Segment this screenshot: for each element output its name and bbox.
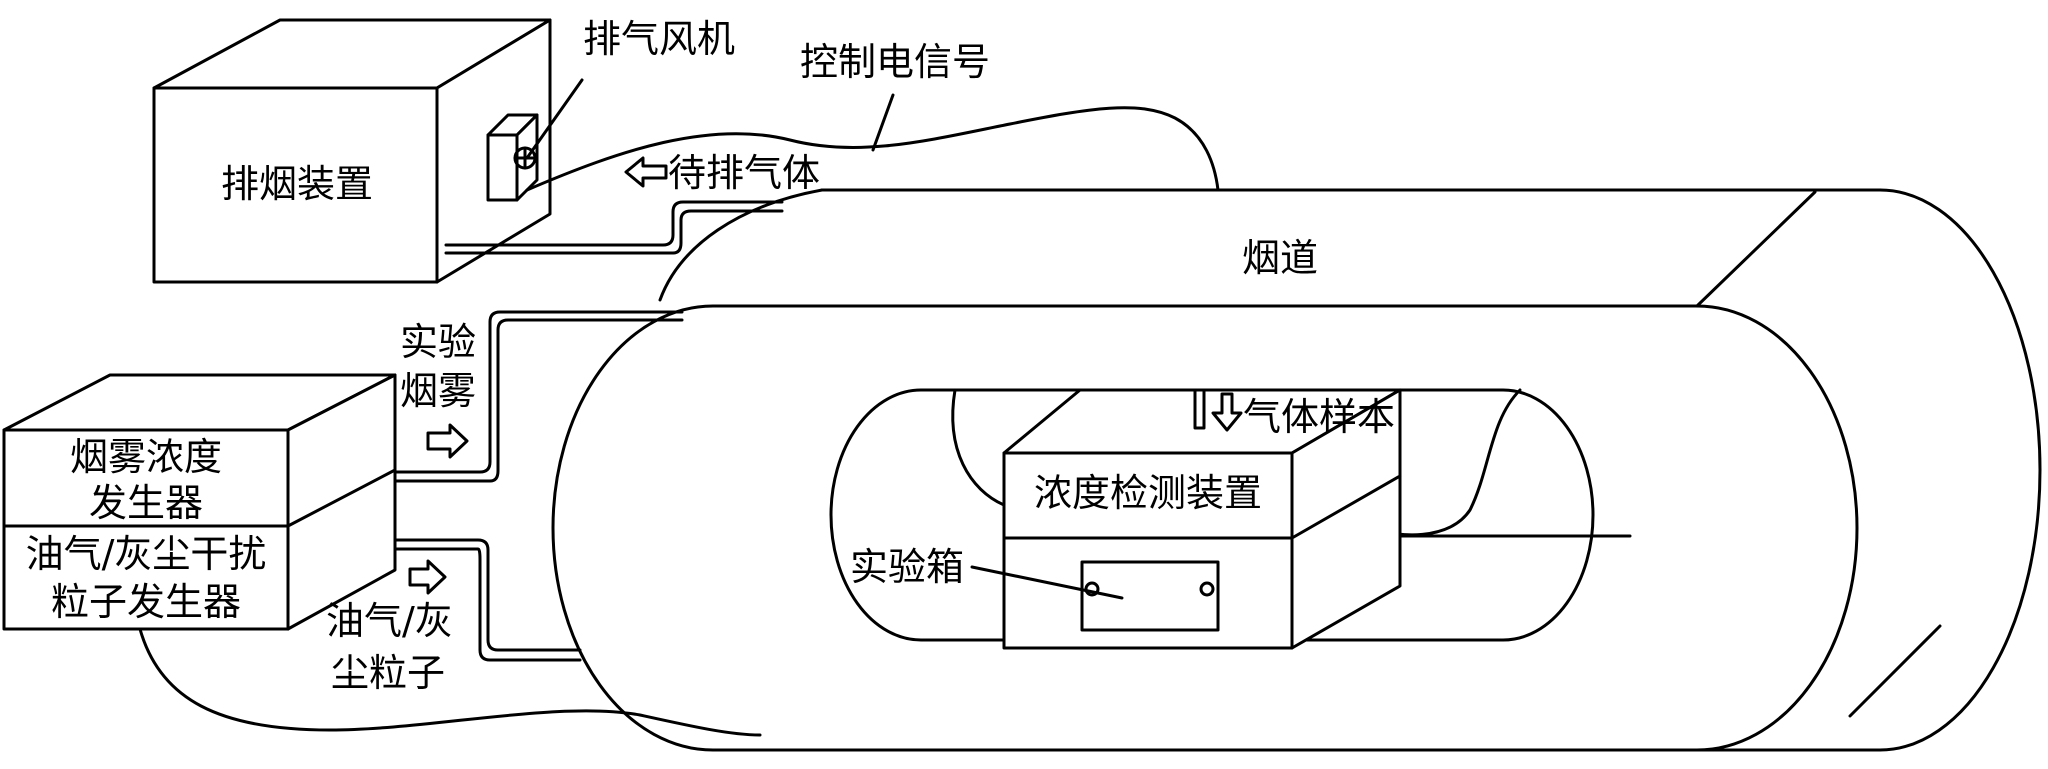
interference-generator-box: [2, 524, 290, 631]
detector-assembly: [970, 388, 1402, 650]
generator-side-divider: [286, 468, 397, 528]
interference-generator-label-line2: 粒子发生器: [51, 580, 241, 624]
generator-control-cable: [138, 627, 762, 737]
smoke-generator-box: [2, 428, 290, 528]
particle-pipe-inner: [333, 547, 582, 662]
test-chamber-leader-line: [970, 565, 1124, 600]
exhaust-pipe: [444, 200, 784, 247]
flue-back-left-curve: [658, 188, 824, 302]
detector-divider: [1002, 474, 1402, 540]
gas-sample-pipe: [1193, 388, 1206, 430]
control-signal-cable: [525, 106, 1220, 192]
gas-to-exhaust-arrow: [624, 156, 668, 188]
generator-stack: [2, 373, 397, 631]
smoke-pipe: [333, 310, 684, 474]
exhaust-device-front-face: [152, 86, 439, 284]
exhaust-pipe-inner: [444, 209, 784, 255]
oil-dust-particles-label-line1: 油气/灰: [326, 599, 453, 643]
exhaust-fan-label: 排气风机: [583, 17, 735, 61]
exhaust-device: [152, 18, 584, 284]
smoke-generator-label-line2: 发生器: [89, 481, 203, 525]
oil-dust-particles-arrow: [408, 559, 447, 595]
gas-to-exhaust-label: 待排气体: [668, 151, 820, 195]
flue-connector-bottom-right: [1848, 624, 1942, 718]
panel-screw-left: [1084, 581, 1100, 597]
experimental-smoke-label-line1: 实验: [400, 320, 476, 364]
experimental-smoke-label-line2: 烟雾: [400, 369, 476, 413]
flue-inner-left-curve: [951, 388, 1006, 507]
particle-pipe: [333, 538, 582, 652]
detector-front-face: [1002, 451, 1294, 650]
exhaust-fan-leader-line: [525, 78, 584, 160]
gas-sample-arrow: [1211, 392, 1243, 432]
test-chamber-label: 实验箱: [850, 545, 964, 589]
oil-dust-particles-label-line2: 尘粒子: [331, 651, 445, 695]
flue-back-face: [1878, 188, 2042, 752]
smoke-pipe-inner: [333, 318, 684, 483]
experimental-smoke-arrow: [426, 423, 469, 459]
gas-sample-label: 气体样本: [1243, 395, 1395, 439]
panel-screw-right: [1199, 581, 1215, 597]
interference-generator-label-line1: 油气/灰尘干扰: [26, 532, 267, 576]
control-signal-leader-line: [871, 93, 895, 152]
concentration-detector-label: 浓度检测装置: [1034, 471, 1262, 515]
exhaust-fan-body: [486, 133, 519, 202]
flue-label: 烟道: [1242, 236, 1318, 280]
exhaust-device-label: 排烟装置: [221, 162, 373, 206]
control-signal-label: 控制电信号: [800, 40, 990, 84]
test-chamber-panel: [1080, 560, 1220, 632]
exhaust-fan-icon: [513, 146, 537, 170]
smoke-generator-label-line1: 烟雾浓度: [70, 435, 222, 479]
pipes: [333, 200, 784, 662]
flue-connector-top-right: [1695, 190, 1817, 308]
